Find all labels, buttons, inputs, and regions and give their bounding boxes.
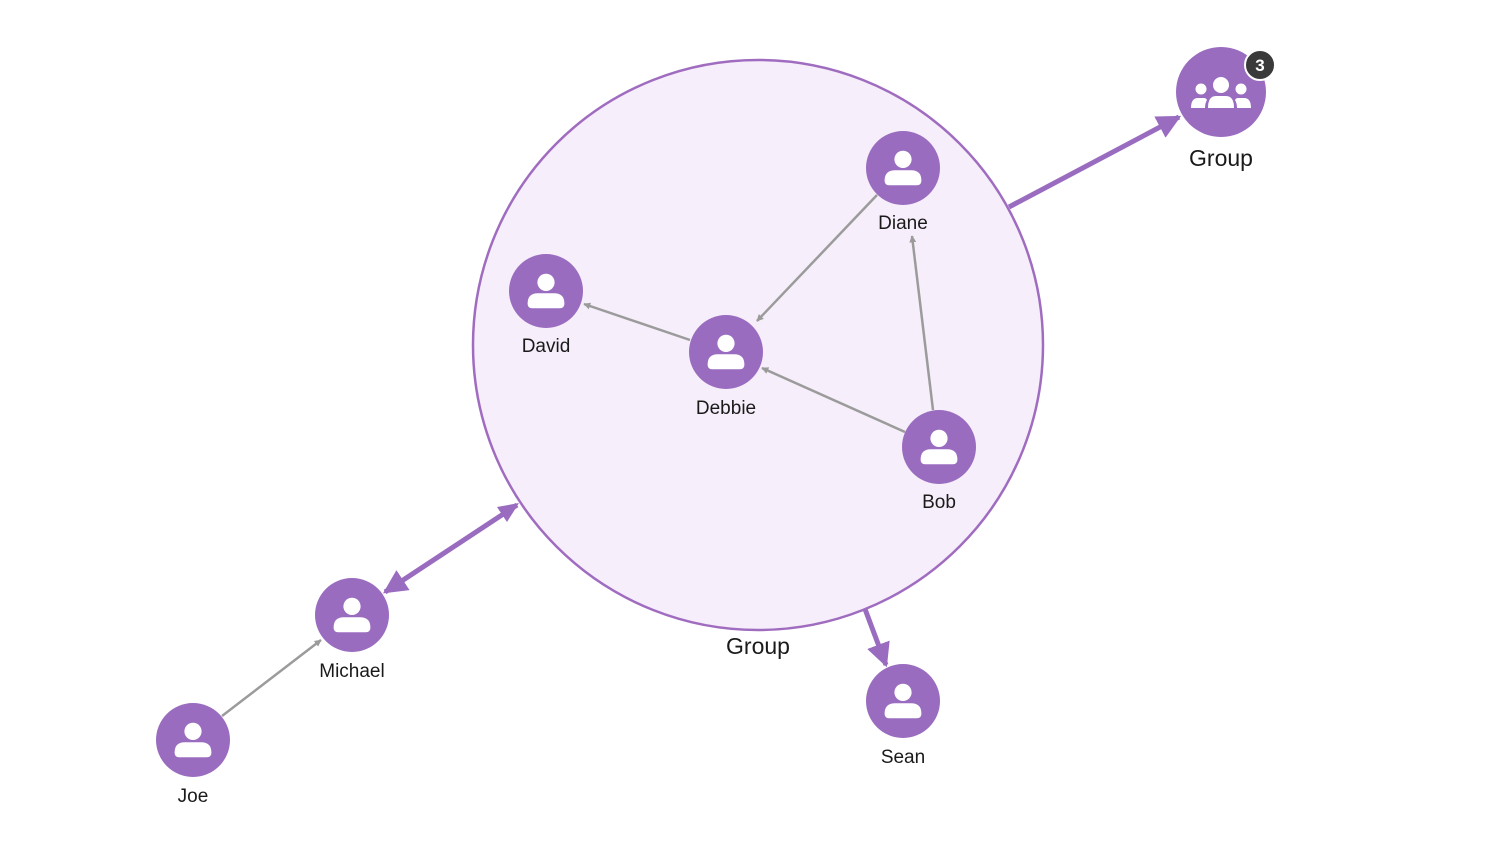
collapsed-group-node[interactable]: 3 Group <box>1176 47 1276 171</box>
node-sean[interactable]: Sean <box>866 664 940 768</box>
link-group-sean[interactable] <box>862 608 890 668</box>
collapsed-group-label: Group <box>1189 145 1253 171</box>
node-debbie-label: Debbie <box>696 398 756 419</box>
node-joe[interactable]: Joe <box>156 703 230 807</box>
node-bob-label: Bob <box>922 492 956 513</box>
node-michael-label: Michael <box>319 661 384 682</box>
link-joe-michael[interactable] <box>221 639 322 717</box>
node-bob[interactable]: Bob <box>902 410 976 513</box>
badge-count: 3 <box>1255 56 1264 75</box>
node-michael[interactable]: Michael <box>315 578 389 682</box>
link-group-michael[interactable] <box>382 502 519 595</box>
link-diane-debbie[interactable] <box>756 194 878 322</box>
collapsed-group-badge: 3 <box>1244 49 1276 81</box>
node-joe-label: Joe <box>178 786 209 807</box>
badge-circle <box>1244 49 1276 81</box>
node-david-label: David <box>522 336 571 357</box>
node-debbie[interactable]: Debbie <box>689 315 763 419</box>
node-david[interactable]: David <box>509 254 583 357</box>
node-sean-label: Sean <box>881 747 925 768</box>
link-michael-group-arrowhead <box>497 503 519 522</box>
link-bob-debbie[interactable] <box>761 366 906 434</box>
node-diane-label: Diane <box>878 213 928 234</box>
node-diane[interactable]: Diane <box>866 131 940 234</box>
link-group-to-collapsed-group[interactable] <box>1007 114 1182 210</box>
expanded-group-label: Group <box>726 633 790 659</box>
link-debbie-david[interactable] <box>583 302 691 342</box>
link-bob-diane[interactable] <box>909 235 935 411</box>
